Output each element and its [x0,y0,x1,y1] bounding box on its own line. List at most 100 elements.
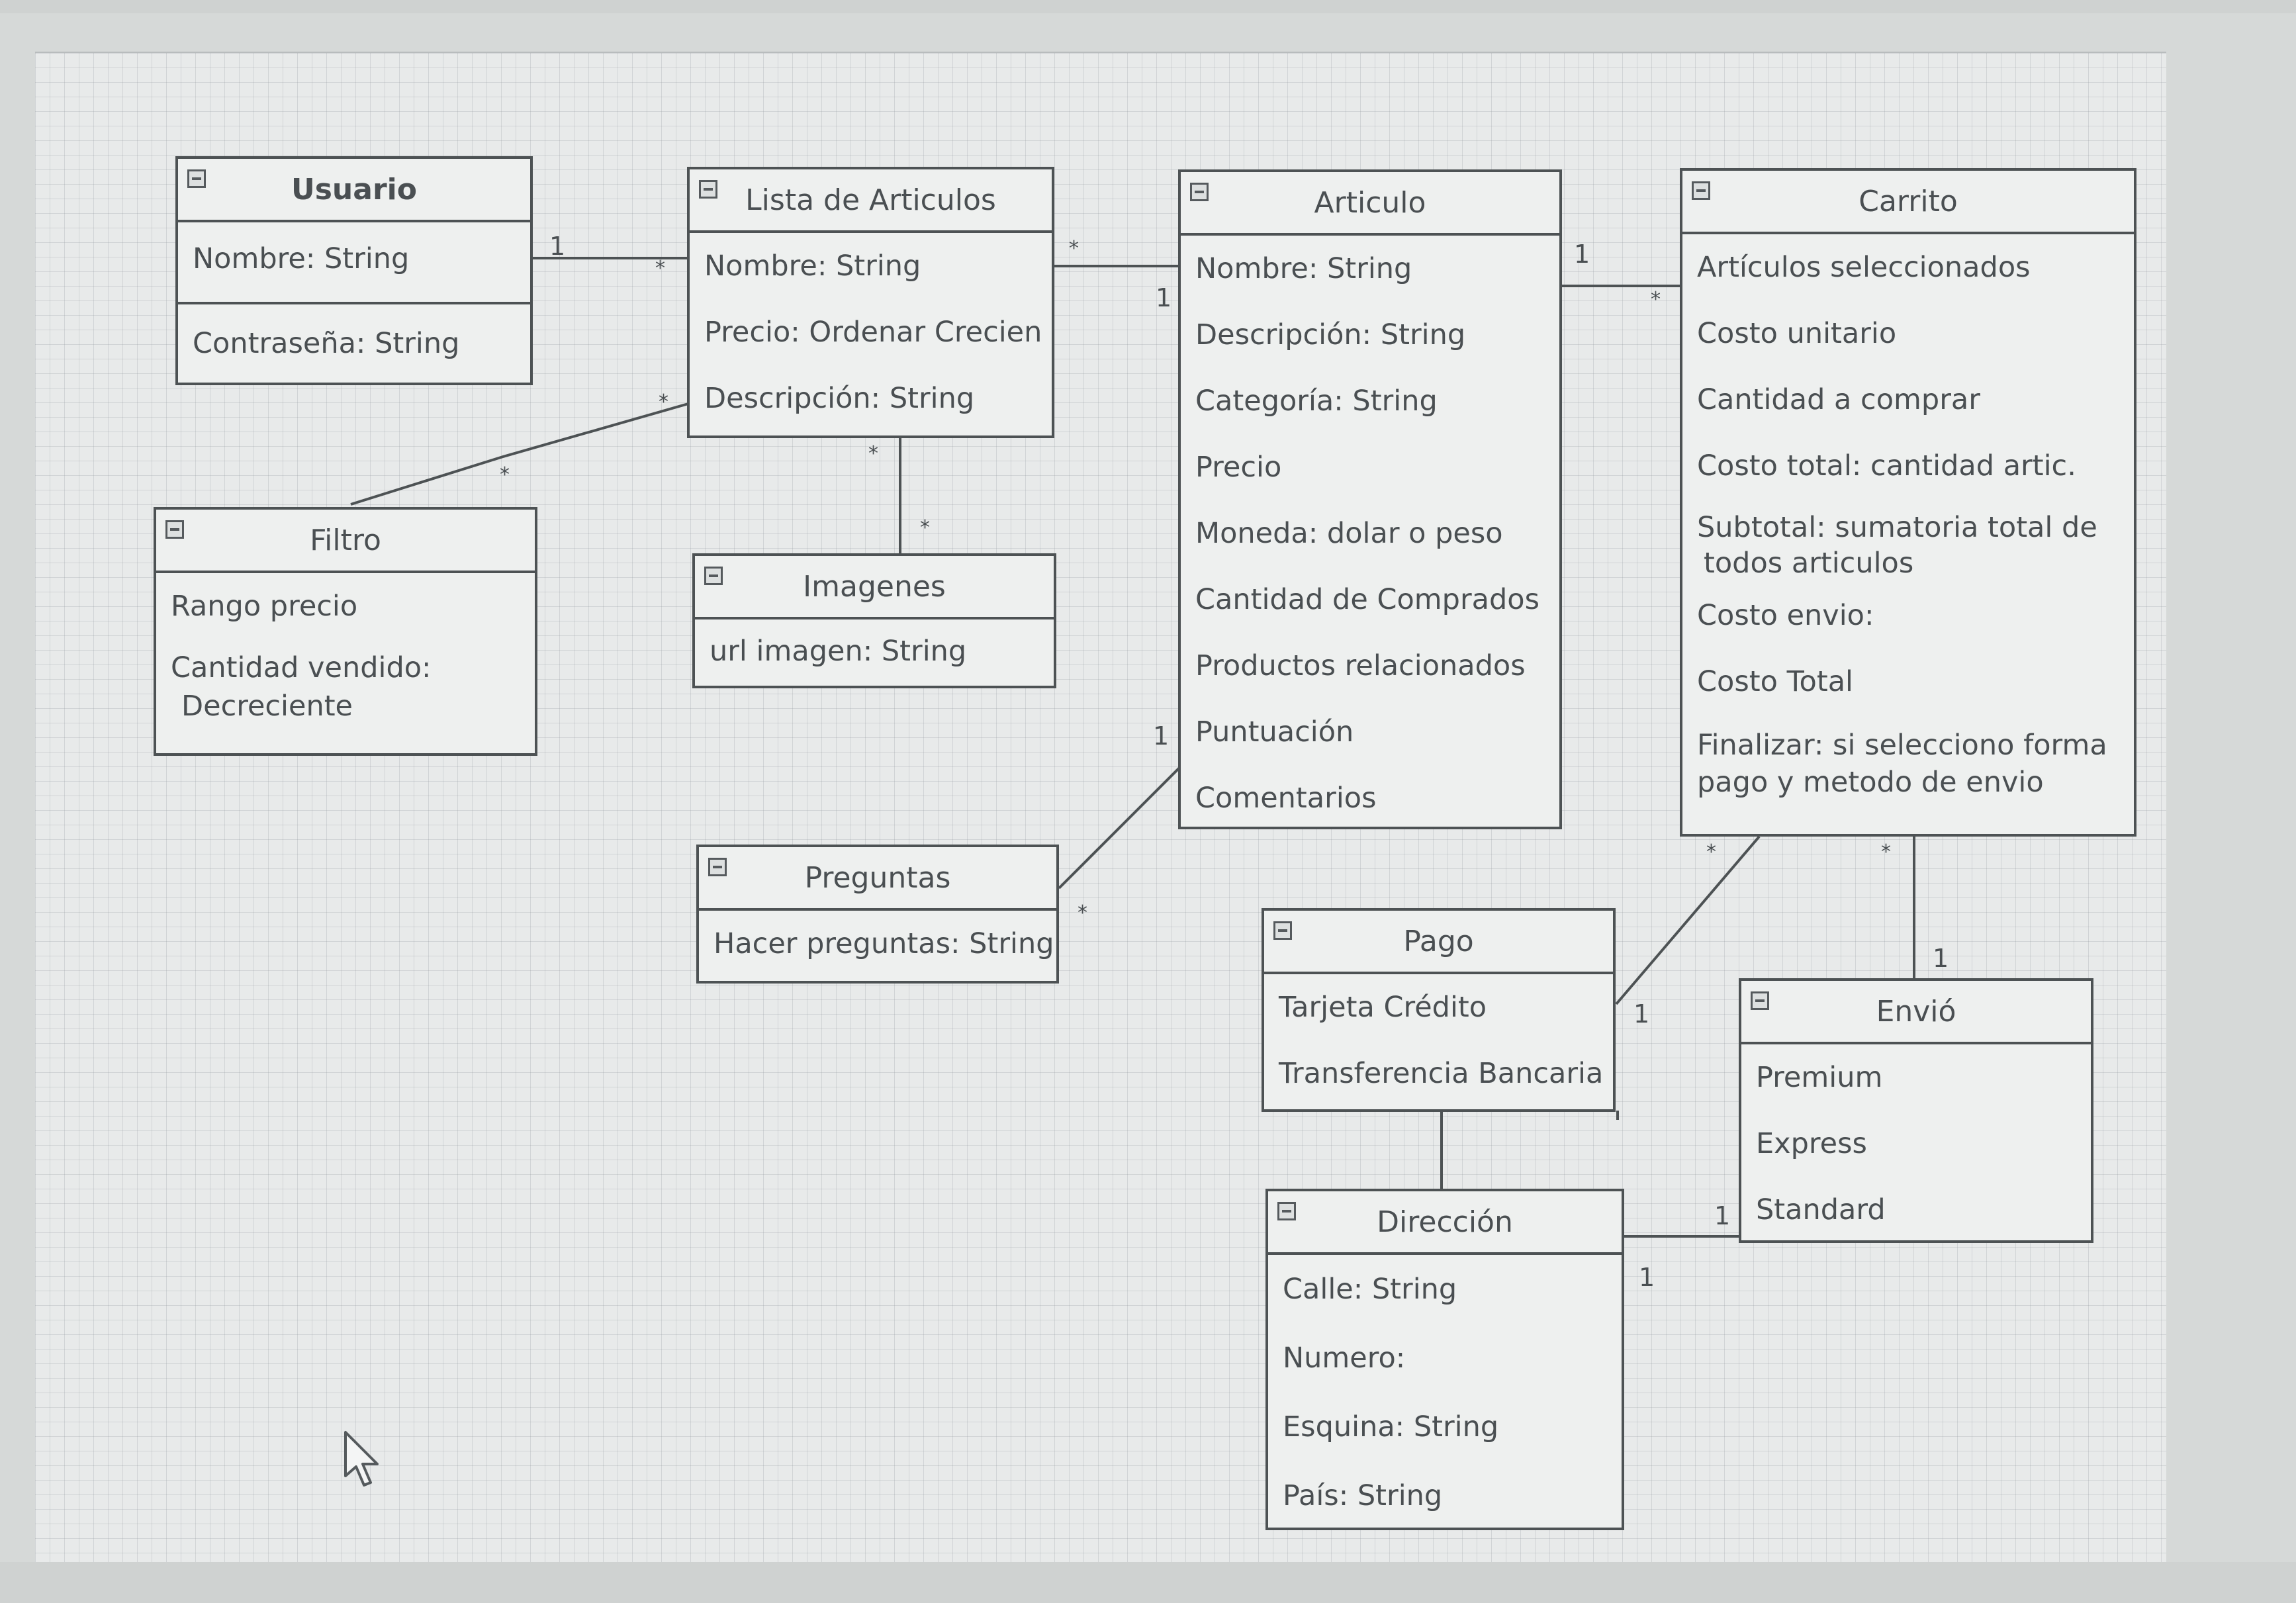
link-articulo-preguntas [1058,761,1186,890]
class-attribute[interactable]: Calle: String [1283,1273,1457,1306]
class-attribute[interactable]: Standard [1756,1193,1886,1226]
class-title: Filtro [310,523,381,557]
collapse-icon[interactable] [704,567,723,585]
class-attribute[interactable]: Cantidad vendido: [171,651,432,684]
class-attribute[interactable]: Cantidad de Comprados [1195,583,1540,616]
multiplicity-label: 1 [1639,1263,1655,1292]
multiplicity-label: 1 [1153,721,1170,751]
class-title: Carrito [1859,184,1958,218]
class-title: Lista de Articulos [745,183,996,217]
class-attribute[interactable]: Comentarios [1195,782,1377,815]
class-direccion[interactable]: Dirección Calle: String Numero: Esquina:… [1265,1189,1624,1530]
link-filtro-lista [350,402,689,506]
class-header[interactable]: Filtro [156,510,535,573]
collapse-icon[interactable] [699,180,717,199]
class-title: Dirección [1377,1205,1513,1239]
class-header[interactable]: Usuario [178,159,530,222]
class-title: Articulo [1314,185,1426,220]
class-title: Pago [1403,924,1474,958]
class-title: Envió [1876,994,1956,1029]
class-attribute[interactable]: Decreciente [181,690,353,723]
class-attribute[interactable]: Costo envio: [1697,599,1874,632]
class-attribute[interactable]: Costo total: cantidad artic. [1697,449,2076,482]
class-attribute[interactable]: Descripción: String [704,382,975,415]
class-attribute[interactable]: Cantidad a comprar [1697,383,1980,416]
multiplicity-star: * [1706,841,1716,864]
collapse-icon[interactable] [187,169,206,188]
class-attribute[interactable]: Nombre: String [193,242,410,275]
class-attribute[interactable]: url imagen: String [710,635,967,668]
class-attribute[interactable]: Precio: Ordenar Crecien [704,316,1042,349]
class-attribute[interactable]: Numero: [1283,1342,1406,1375]
class-attribute[interactable]: pago y metodo de envio [1697,766,2044,799]
screen-bottom-edge [0,1562,2296,1603]
class-header[interactable]: Dirección [1268,1191,1622,1255]
multiplicity-star: * [1651,288,1661,311]
class-header[interactable]: Carrito [1682,171,2134,234]
collapse-icon[interactable] [1692,181,1710,200]
collapse-icon[interactable] [1751,991,1769,1010]
collapse-icon[interactable] [165,520,184,539]
multiplicity-star: * [659,390,668,414]
multiplicity-label: 1 [1156,283,1172,312]
class-attribute[interactable]: Esquina: String [1283,1410,1499,1443]
class-attribute[interactable]: Express [1756,1127,1867,1160]
class-header[interactable]: Imagenes [695,556,1054,619]
link-direccion-envio [1619,1235,1744,1239]
collapse-icon[interactable] [1277,1202,1296,1220]
multiplicity-label: 1 [1933,944,1949,973]
class-usuario[interactable]: Usuario Nombre: String Contraseña: Strin… [175,156,533,385]
multiplicity-star: * [920,516,930,539]
multiplicity-label: 1 [549,232,566,261]
multiplicity-star: * [500,463,510,486]
class-header[interactable]: Articulo [1181,172,1559,236]
compartment-divider [178,302,530,304]
class-attribute[interactable]: Nombre: String [1195,252,1412,285]
class-attribute[interactable]: Nombre: String [704,250,921,283]
collapse-icon[interactable] [1190,183,1209,201]
class-header[interactable]: Pago [1264,911,1613,974]
class-attribute[interactable]: Tarjeta Crédito [1279,991,1487,1024]
class-attribute[interactable]: Precio [1195,451,1282,484]
class-attribute[interactable]: Transferencia Bancaria [1279,1057,1604,1090]
class-filtro[interactable]: Filtro Rango precio Cantidad vendido: De… [154,507,537,756]
class-preguntas[interactable]: Preguntas Hacer preguntas: String [696,845,1059,984]
class-attribute[interactable]: Rango precio [171,590,358,623]
class-title: Preguntas [804,860,951,895]
class-attribute[interactable]: Hacer preguntas: String [713,927,1054,960]
class-pago[interactable]: Pago Tarjeta Crédito Transferencia Banca… [1262,908,1616,1112]
class-attribute[interactable]: Contraseña: String [193,327,460,360]
multiplicity-label: 1 [1714,1201,1731,1230]
class-header[interactable]: Lista de Articulos [690,169,1052,233]
class-attribute[interactable]: Moneda: dolar o peso [1195,517,1503,550]
class-imagenes[interactable]: Imagenes url imagen: String [692,553,1056,688]
class-attribute[interactable]: Premium [1756,1061,1883,1094]
class-attribute[interactable]: País: String [1283,1479,1443,1512]
multiplicity-star: * [1078,901,1087,925]
class-articulo[interactable]: Articulo Nombre: String Descripción: Str… [1178,169,1562,829]
class-attribute[interactable]: Descripción: String [1195,318,1466,351]
class-attribute[interactable]: Categoría: String [1195,385,1438,418]
class-header[interactable]: Envió [1741,981,2091,1044]
class-attribute[interactable]: todos articulos [1704,547,1914,580]
class-attribute[interactable]: Productos relacionados [1195,649,1526,682]
class-attribute[interactable]: Costo Total [1697,665,1853,698]
link-carrito-pago [1615,835,1761,1005]
class-title: Imagenes [803,569,946,604]
class-attribute[interactable]: Costo unitario [1697,317,1897,350]
collapse-icon[interactable] [1273,921,1292,940]
class-attribute[interactable]: Subtotal: sumatoria total de [1697,511,2097,544]
class-carrito[interactable]: Carrito Artículos seleccionados Costo un… [1680,168,2136,837]
class-attribute[interactable]: Finalizar: si selecciono forma [1697,729,2107,762]
class-lista-de-articulos[interactable]: Lista de Articulos Nombre: String Precio… [687,167,1054,438]
multiplicity-label: 1 [1633,999,1650,1029]
class-header[interactable]: Preguntas [699,847,1056,911]
class-envio[interactable]: Envió Premium Express Standard [1739,978,2093,1243]
toolbar-strip [0,0,2296,13]
multiplicity-star: * [868,442,878,465]
class-title: Usuario [291,172,417,206]
class-attribute[interactable]: Puntuación [1195,715,1354,749]
collapse-icon[interactable] [708,858,727,876]
multiplicity-star: * [1069,237,1079,260]
class-attribute[interactable]: Artículos seleccionados [1697,251,2031,284]
